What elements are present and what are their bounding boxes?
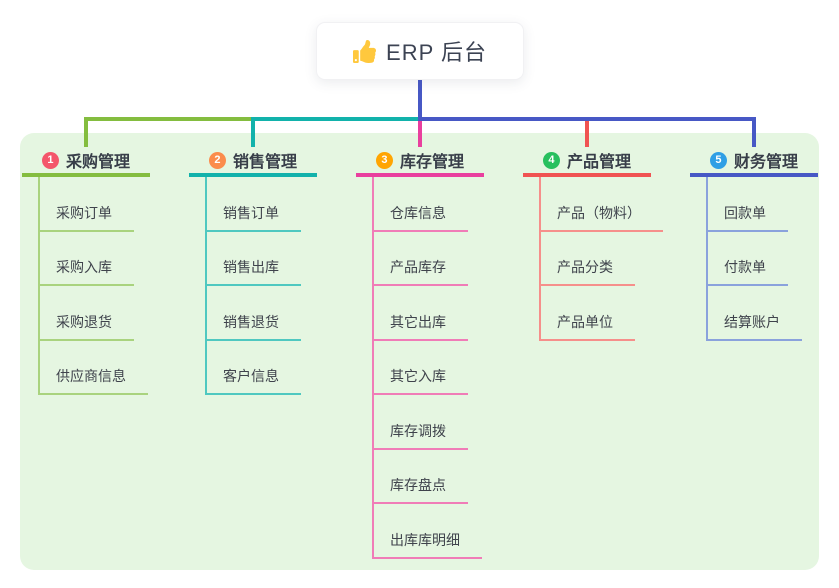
child-node[interactable]: 付款单 <box>708 232 818 286</box>
child-node[interactable]: 产品分类 <box>541 232 663 286</box>
branch-title: 库存管理 <box>399 154 464 171</box>
child-node[interactable]: 其它入库 <box>374 341 484 395</box>
root-node[interactable]: ERP 后台 <box>316 22 524 80</box>
child-node-label: 仓库信息 <box>374 203 468 232</box>
child-node-label: 库存盘点 <box>374 475 468 504</box>
branch-children: 仓库信息产品库存其它出库其它入库库存调拨库存盘点出库库明细 <box>372 177 484 559</box>
child-node-label: 采购入库 <box>40 257 134 286</box>
child-node[interactable]: 回款单 <box>708 177 818 232</box>
connector-branch5-drop <box>752 117 756 147</box>
branch-header[interactable]: 1 采购管理 <box>22 147 150 177</box>
branch-column: 1 采购管理 采购订单采购入库采购退货供应商信息 <box>22 147 150 395</box>
child-node-label: 采购订单 <box>40 203 134 232</box>
branch-header[interactable]: 2 销售管理 <box>189 147 317 177</box>
child-node-label: 销售退货 <box>207 312 301 341</box>
child-node[interactable]: 库存调拨 <box>374 395 484 450</box>
child-node-label: 供应商信息 <box>40 366 148 395</box>
branch-title: 销售管理 <box>232 154 297 171</box>
child-node[interactable]: 产品（物料） <box>541 177 663 232</box>
child-node[interactable]: 销售订单 <box>207 177 317 232</box>
child-node-label: 出库库明细 <box>374 530 482 559</box>
child-node-label: 回款单 <box>708 203 788 232</box>
branches-panel <box>20 133 819 570</box>
branch-column: 5 财务管理 回款单付款单结算账户 <box>690 147 818 341</box>
child-node[interactable]: 供应商信息 <box>40 341 150 395</box>
child-node-label: 其它出库 <box>374 312 468 341</box>
child-node[interactable]: 其它出库 <box>374 286 484 341</box>
child-node-label: 结算账户 <box>708 312 802 341</box>
connector-branch1-horizontal <box>86 117 253 121</box>
child-node[interactable]: 结算账户 <box>708 286 818 341</box>
child-node[interactable]: 采购订单 <box>40 177 150 232</box>
child-node-label: 付款单 <box>708 257 788 286</box>
connector-branch2-horizontal <box>253 117 420 121</box>
branch-number-badge: 1 <box>41 151 59 169</box>
child-node-label: 产品（物料） <box>541 203 663 232</box>
connector-root-line <box>418 78 422 121</box>
branch-children: 产品（物料） 产品分类产品单位 <box>539 177 663 341</box>
child-node[interactable]: 销售退货 <box>207 286 317 341</box>
connector-branch4-drop <box>585 121 589 147</box>
child-node[interactable]: 采购入库 <box>40 232 150 286</box>
child-node-label: 产品库存 <box>374 257 468 286</box>
child-node-label: 产品单位 <box>541 312 635 341</box>
child-node-label: 销售订单 <box>207 203 301 232</box>
branch-title: 采购管理 <box>65 154 130 171</box>
branch-header[interactable]: 5 财务管理 <box>690 147 818 177</box>
child-node-label: 采购退货 <box>40 312 134 341</box>
connector-branch3-drop <box>418 121 422 147</box>
child-node[interactable]: 库存盘点 <box>374 450 484 504</box>
child-node-label: 其它入库 <box>374 366 468 395</box>
branch-children: 销售订单销售出库销售退货客户信息 <box>205 177 317 395</box>
child-node-label: 客户信息 <box>207 366 301 395</box>
branch-title: 财务管理 <box>733 154 798 171</box>
child-node[interactable]: 产品单位 <box>541 286 663 341</box>
branch-number-badge: 2 <box>208 151 226 169</box>
child-node[interactable]: 采购退货 <box>40 286 150 341</box>
branch-number-badge: 4 <box>542 151 560 169</box>
thumbs-up-icon <box>353 39 377 63</box>
branch-children: 采购订单采购入库采购退货供应商信息 <box>38 177 150 395</box>
connector-branch2-drop <box>251 117 255 147</box>
connector-branch5-horizontal <box>420 117 754 121</box>
child-node[interactable]: 仓库信息 <box>374 177 484 232</box>
branch-column: 4 产品管理 产品（物料） 产品分类产品单位 <box>523 147 663 341</box>
root-node-label: ERP 后台 <box>386 40 487 65</box>
branch-number-badge: 3 <box>375 151 393 169</box>
child-node[interactable]: 客户信息 <box>207 341 317 395</box>
child-node-label: 销售出库 <box>207 257 301 286</box>
branch-children: 回款单付款单结算账户 <box>706 177 818 341</box>
branch-number-badge: 5 <box>709 151 727 169</box>
child-node-label: 产品分类 <box>541 257 635 286</box>
connector-branch1-drop <box>84 117 88 147</box>
child-node-label: 库存调拨 <box>374 421 468 450</box>
branch-header[interactable]: 3 库存管理 <box>356 147 484 177</box>
child-node[interactable]: 出库库明细 <box>374 504 484 559</box>
branch-header[interactable]: 4 产品管理 <box>523 147 651 177</box>
child-node[interactable]: 销售出库 <box>207 232 317 286</box>
branch-title: 产品管理 <box>566 154 631 171</box>
branch-column: 3 库存管理 仓库信息产品库存其它出库其它入库库存调拨库存盘点出库库明细 <box>356 147 484 559</box>
child-node[interactable]: 产品库存 <box>374 232 484 286</box>
branch-column: 2 销售管理 销售订单销售出库销售退货客户信息 <box>189 147 317 395</box>
